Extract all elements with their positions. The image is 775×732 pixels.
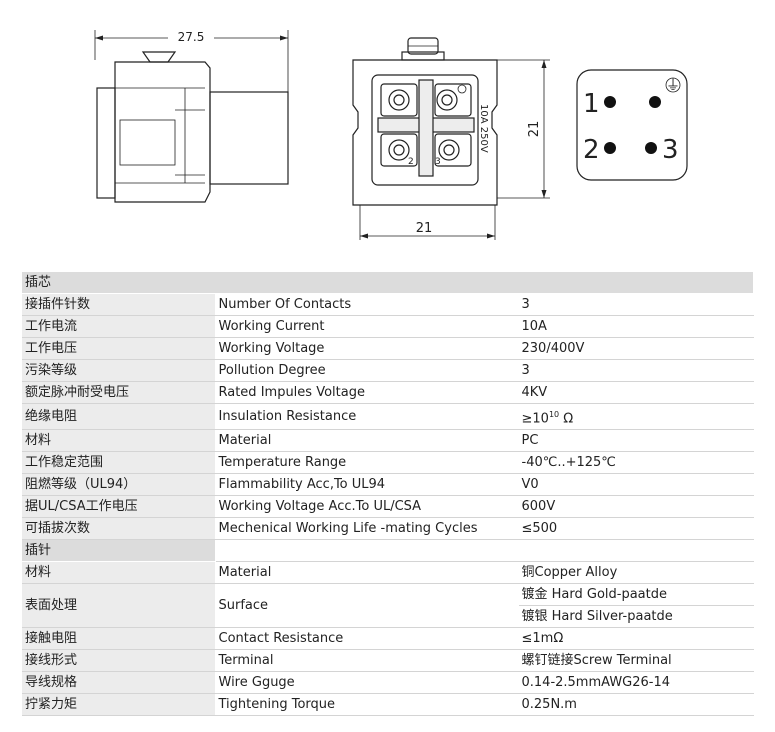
pinout-label-3: 3 xyxy=(662,135,679,165)
param-cn: 接线形式 xyxy=(22,649,216,673)
front-view: 2 3 10A 250V 21 21 xyxy=(352,37,550,240)
section-pin-title: 插针 xyxy=(22,539,216,563)
param-cn: 导线规格 xyxy=(22,671,216,695)
param-cn: 接插件针数 xyxy=(22,293,216,316)
dim-side-width: 27.5 xyxy=(178,30,205,44)
param-value: 3 xyxy=(518,293,754,316)
param-value: 0.14-2.5mmAWG26-14 xyxy=(518,671,754,695)
param-en: Material xyxy=(215,429,519,453)
param-cn: 额定脉冲耐受电压 xyxy=(22,381,216,404)
param-en: Working Current xyxy=(215,315,519,338)
param-en: Pollution Degree xyxy=(215,359,519,382)
param-cn: 工作电压 xyxy=(22,337,216,360)
param-cn: 工作稳定范围 xyxy=(22,451,216,475)
param-en: Wire Gguge xyxy=(215,671,519,695)
param-en: Temperature Range xyxy=(215,451,519,475)
param-cn: 据UL/CSA工作电压 xyxy=(22,495,216,519)
param-value: ≤500 xyxy=(518,517,754,541)
param-cn: 绝缘电阻 xyxy=(22,403,216,431)
param-value: 镀金 Hard Gold-paatde xyxy=(518,583,754,607)
param-cn: 拧紧力矩 xyxy=(22,693,216,717)
value-base: ≥10 xyxy=(521,411,549,427)
pinout-view: 1 ⏚ 2 3 xyxy=(576,69,688,181)
param-en: Number Of Contacts xyxy=(215,293,519,316)
section-pin-header: 插针 xyxy=(22,539,754,563)
param-cn: 污染等级 xyxy=(22,359,216,382)
dim-front-height: 21 xyxy=(527,121,542,138)
param-value: 10A xyxy=(518,315,754,338)
param-value: 0.25N.m xyxy=(518,693,754,717)
param-cn: 材料 xyxy=(22,429,216,453)
param-value: 4KV xyxy=(518,381,754,404)
value-exponent: 10 xyxy=(548,410,560,419)
param-en: Material xyxy=(215,561,519,585)
table-row: 镀银 Hard Silver-paatde xyxy=(22,605,754,629)
param-cn: 材料 xyxy=(22,561,216,585)
ground-icon: ⏚ xyxy=(666,78,680,94)
param-en: Tightening Torque xyxy=(215,693,519,717)
param-cn: 可插拔次数 xyxy=(22,517,216,541)
param-value: ≤1mΩ xyxy=(518,627,754,651)
param-en: Surface xyxy=(215,583,519,629)
param-cn: 接触电阻 xyxy=(22,627,216,651)
pinout-label-1: 1 xyxy=(583,89,600,119)
param-value: 铜Copper Alloy xyxy=(518,561,754,585)
param-value: 螺钉链接Screw Terminal xyxy=(518,649,754,673)
param-cn: 阻燃等级（UL94） xyxy=(22,473,216,497)
pinout-label-2: 2 xyxy=(583,135,600,165)
param-value: 600V xyxy=(518,495,754,519)
param-cn: 表面处理 xyxy=(22,583,216,629)
param-value: 镀银 Hard Silver-paatde xyxy=(518,605,754,629)
rating-label: 10A 250V xyxy=(478,104,489,153)
front-pin-label-3: 3 xyxy=(435,157,441,167)
contact-screws xyxy=(388,84,467,161)
dim-front-width: 21 xyxy=(416,221,433,236)
side-view: 27.5 xyxy=(94,30,289,203)
section-insert-title: 插芯 xyxy=(22,272,754,294)
param-en: Working Voltage Acc.To UL/CSA xyxy=(215,495,519,519)
param-en: Insulation Resistance xyxy=(215,403,519,431)
param-value: PC xyxy=(518,429,754,453)
param-value: 230/400V xyxy=(518,337,754,360)
param-en: Working Voltage xyxy=(215,337,519,360)
value-unit: Ω xyxy=(559,411,574,427)
param-en: Rated Impules Voltage xyxy=(215,381,519,404)
param-en: Contact Resistance xyxy=(215,627,519,651)
param-en: Terminal xyxy=(215,649,519,673)
param-en: Mechenical Working Life -mating Cycles xyxy=(215,517,519,541)
param-value: V0 xyxy=(518,473,754,497)
param-value: -40℃..+125℃ xyxy=(518,451,754,475)
param-en: Flammability Acc,To UL94 xyxy=(215,473,519,497)
section-insert-header: 插芯 xyxy=(22,272,754,294)
param-value: 3 xyxy=(518,359,754,382)
front-pin-label-2: 2 xyxy=(408,157,414,167)
technical-drawing: 27.5 xyxy=(94,30,688,240)
param-cn: 工作电流 xyxy=(22,315,216,338)
param-value: ≥1010 Ω xyxy=(518,403,754,431)
